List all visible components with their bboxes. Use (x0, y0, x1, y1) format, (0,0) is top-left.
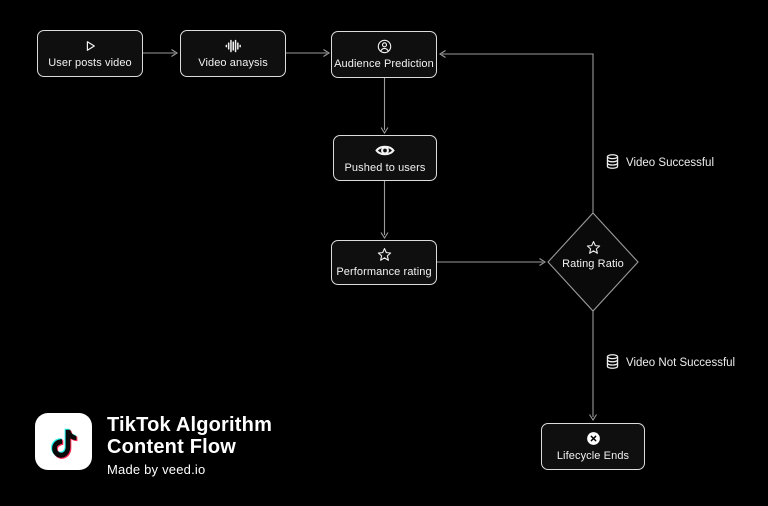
star-icon (377, 247, 392, 262)
arrowhead-icon (539, 258, 547, 266)
diagram-title-line1: TikTok Algorithm (107, 414, 273, 436)
database-icon (606, 154, 619, 172)
diagram-credit: Made by veed.io (107, 462, 206, 477)
node-label: Pushed to users (344, 161, 426, 174)
node-label: Audience Prediction (334, 58, 434, 70)
node-rating-ratio-shape (547, 212, 639, 312)
star-icon (586, 240, 601, 255)
arrowhead-icon (438, 50, 446, 58)
node-rating-ratio: Rating Ratio (553, 240, 633, 270)
node-user-posts-video: User posts video (37, 30, 143, 77)
node-label: Rating Ratio (562, 258, 624, 270)
arrowhead-icon (323, 49, 331, 57)
node-audience-prediction: Audience Prediction (331, 31, 437, 78)
node-label: Lifecycle Ends (556, 450, 630, 462)
diagram-title-line2: Content Flow (107, 436, 237, 458)
node-performance-rating: Performance rating (331, 240, 437, 285)
arrowhead-icon (589, 414, 597, 422)
edge-ratio-to-prediction (442, 53, 594, 213)
x-circle-icon (586, 431, 601, 446)
edge-label-text: Video Not Successful (626, 357, 736, 369)
node-label: Performance rating (336, 266, 432, 278)
node-label: Video anaysis (198, 56, 268, 69)
user-circle-icon (377, 39, 392, 54)
play-icon (83, 39, 97, 53)
edge-label-text: Video Successful (626, 157, 715, 169)
branding-block: TikTok Algorithm Content Flow Made by ve… (35, 413, 272, 477)
node-pushed-to-users: Pushed to users (333, 135, 437, 181)
node-label: User posts video (48, 56, 132, 69)
arrowhead-icon (380, 127, 389, 135)
database-icon (606, 354, 619, 372)
arrowhead-icon (171, 49, 179, 57)
arrowhead-icon (380, 232, 389, 240)
brand-text: TikTok Algorithm Content Flow Made by ve… (107, 413, 272, 477)
node-lifecycle-ends: Lifecycle Ends (541, 423, 645, 470)
waveform-icon (225, 39, 241, 53)
edge-label-video-successful: Video Successful (606, 154, 714, 172)
tiktok-logo (35, 413, 92, 470)
eye-icon (375, 143, 395, 158)
node-video-anaysis: Video anaysis (180, 30, 286, 77)
edge-label-video-not-successful: Video Not Successful (606, 354, 735, 372)
